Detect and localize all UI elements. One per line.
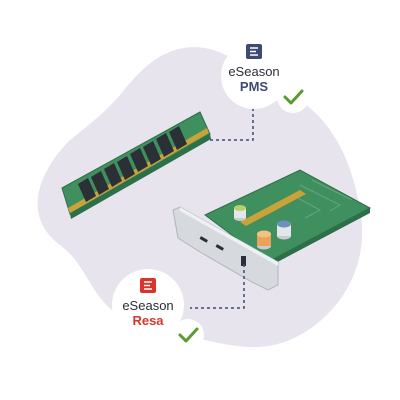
e-logo-icon xyxy=(246,44,262,59)
card-capacitor-1 xyxy=(234,205,246,221)
resa-callout-circle xyxy=(112,269,184,341)
card-capacitor-3 xyxy=(277,220,291,240)
check-icon xyxy=(178,327,199,343)
port-3 xyxy=(241,256,246,266)
check-icon xyxy=(283,89,304,105)
resa-check-badge xyxy=(172,319,204,351)
resa-callout: eSeason Resa xyxy=(112,269,204,351)
resa-connector-line xyxy=(190,264,245,309)
port-2 xyxy=(215,244,224,251)
card-bracket xyxy=(172,206,279,291)
resa-label-line2: Resa xyxy=(132,313,164,328)
ram-module xyxy=(61,111,211,219)
port-1 xyxy=(199,236,208,243)
ram-chips xyxy=(78,126,187,202)
pms-label-line1: eSeason xyxy=(228,64,279,79)
pms-callout-circle xyxy=(221,43,287,109)
pms-label-line2: PMS xyxy=(240,79,269,94)
card-pcb-edge xyxy=(268,208,370,267)
pms-callout: eSeason PMS xyxy=(221,43,309,113)
card-capacitor-2 xyxy=(257,230,271,250)
pms-check-badge xyxy=(277,81,309,113)
card-traces xyxy=(291,179,353,219)
ram-board-edge xyxy=(70,134,211,219)
background-blob xyxy=(37,47,363,348)
resa-label-line1: eSeason xyxy=(122,298,173,313)
card-gold-connector xyxy=(240,190,306,226)
card-bracket-side xyxy=(180,207,278,266)
pms-connector-line xyxy=(210,108,254,141)
expansion-card xyxy=(172,169,372,291)
e-logo-icon xyxy=(140,278,156,293)
